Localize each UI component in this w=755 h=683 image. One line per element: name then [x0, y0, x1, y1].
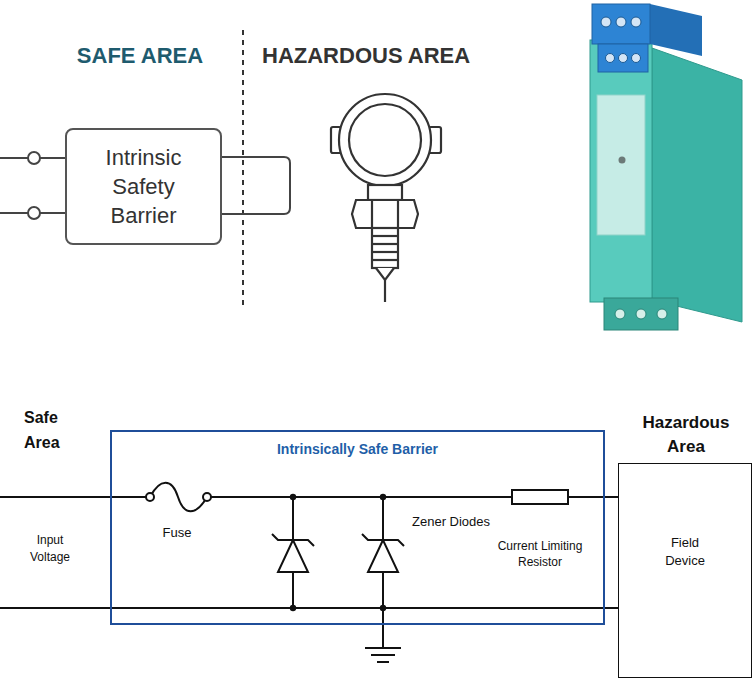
zener-diode-symbol [292, 497, 294, 540]
barrier-module-photo [650, 4, 702, 56]
zener-diode-symbol [292, 572, 294, 608]
zener-diode-symbol [382, 572, 384, 608]
barrier-module-photo [615, 309, 625, 319]
fuse-symbol [203, 493, 211, 501]
transmitter-icon [331, 94, 441, 302]
fuse-symbol [150, 483, 207, 512]
circuit-wire [0, 497, 606, 608]
region-label: Safe Area [24, 406, 76, 456]
transmitter-icon [376, 268, 394, 280]
transmitter-icon [371, 200, 373, 228]
barrier-title: Intrinsic Safety Barrier [89, 143, 199, 231]
transmitter-icon [384, 280, 386, 302]
zener-diode-symbol [368, 540, 398, 572]
area-heading: Hazardous Area [636, 411, 736, 459]
barrier-box: Intrinsic Safety Barrier [65, 128, 222, 245]
junction-dot [290, 494, 386, 611]
transmitter-icon [352, 200, 418, 228]
barrier-module-photo [598, 44, 648, 72]
circuit-wire [0, 607, 606, 609]
resistor-symbol [512, 490, 568, 504]
barrier-module-photo [616, 17, 626, 27]
junction-dot [290, 605, 296, 611]
ground-symbol [365, 647, 401, 649]
barrier-module-photo [657, 309, 667, 319]
transmitter-icon [372, 243, 398, 245]
field-device-box: Hazardous AreaField Device [618, 463, 752, 678]
circuit-wire [605, 607, 618, 609]
barrier-module-photo [592, 4, 650, 44]
area-divider [242, 30, 244, 305]
zener-diode-symbol [272, 497, 404, 608]
barrier-module-photo [601, 17, 611, 27]
junction-dot [290, 494, 296, 500]
transmitter-icon [368, 185, 402, 200]
barrier-module-photo [619, 157, 626, 164]
transmitter-icon [397, 200, 399, 228]
circuit-wire [211, 496, 512, 498]
circuit-wire [605, 496, 618, 498]
transmitter-icon [349, 104, 421, 176]
transmitter-icon [339, 94, 431, 186]
part-label: Zener Diodes [412, 514, 512, 529]
zener-diode-symbol [278, 540, 308, 572]
region-label: SAFE AREA [60, 43, 220, 69]
transmitter-icon [372, 251, 398, 253]
barrier-module-photo [597, 95, 645, 235]
device-label: Field Device [650, 534, 720, 570]
input-terminal [40, 157, 65, 159]
part-label: Fuse [152, 525, 202, 540]
region-label: HAZARDOUS AREA [262, 43, 498, 69]
circuit-wire [0, 496, 146, 498]
barrier-module-photo [631, 17, 641, 27]
input-terminal [0, 212, 28, 214]
part-label: Current Limiting Resistor [478, 538, 602, 570]
junction-dot [380, 494, 386, 500]
signal-label: Input Voltage [18, 532, 82, 566]
barrier-module-photo [636, 309, 646, 319]
barrier-module-photo [604, 298, 678, 330]
barrier-module-photo [652, 48, 742, 322]
ground-symbol [382, 608, 384, 648]
input-terminal [0, 152, 65, 219]
output-loop [222, 157, 290, 214]
barrier-module-photo [606, 54, 615, 63]
barrier-module-photo [632, 54, 641, 63]
ground-symbol [377, 661, 389, 663]
fuse-symbol [146, 483, 211, 512]
fuse-symbol [146, 493, 154, 501]
ground-symbol [365, 608, 401, 662]
zener-diode-symbol [382, 497, 384, 540]
input-terminal [28, 152, 40, 164]
input-terminal [0, 157, 28, 159]
input-terminal [40, 212, 65, 214]
circuit-wire [568, 496, 606, 498]
enclosure-title: Intrinsically Safe Barrier [277, 440, 438, 458]
transmitter-icon [372, 235, 398, 237]
input-terminal [28, 207, 40, 219]
barrier-module-photo [590, 4, 742, 330]
ground-symbol [371, 654, 395, 656]
transmitter-icon [372, 259, 398, 261]
transmitter-icon [372, 228, 398, 268]
barrier-module-photo [619, 54, 628, 63]
barrier-module-photo [590, 40, 652, 302]
